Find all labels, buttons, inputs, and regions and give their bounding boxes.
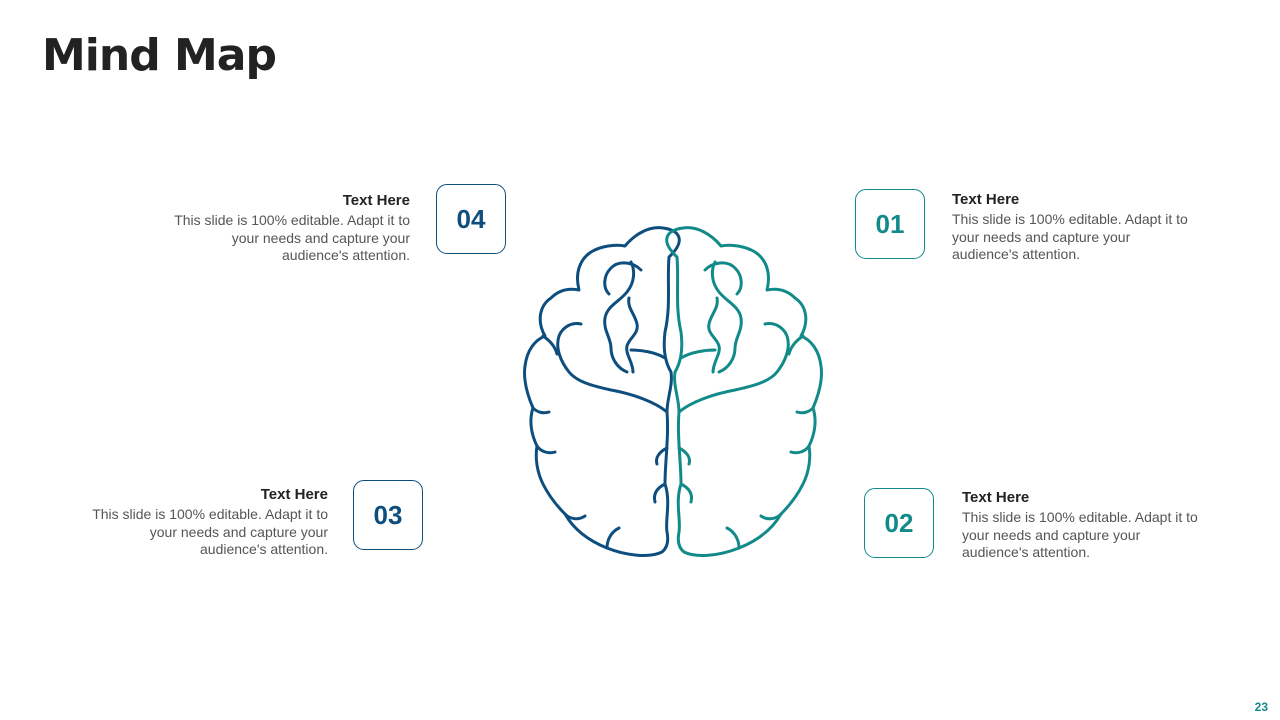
item-01-description: This slide is 100% editable. Adapt it to… xyxy=(952,211,1188,262)
item-03-heading: Text Here xyxy=(260,486,328,503)
brain-right-hemisphere xyxy=(665,226,823,557)
item-01-heading: Text Here xyxy=(952,191,1020,208)
item-03-text: Text Here This slide is 100% editable. A… xyxy=(88,486,328,559)
item-02-number: 02 xyxy=(884,507,914,538)
item-04-description: This slide is 100% editable. Adapt it to… xyxy=(174,212,410,263)
item-01-number: 01 xyxy=(875,208,905,239)
item-04-heading: Text Here xyxy=(342,192,410,209)
brain-icon xyxy=(523,226,823,557)
item-04-number: 04 xyxy=(456,203,486,234)
page-title: Mind Map xyxy=(42,30,277,81)
item-04-number-box: 04 xyxy=(436,184,506,254)
item-02-description: This slide is 100% editable. Adapt it to… xyxy=(962,509,1198,560)
item-03-number-box: 03 xyxy=(353,480,423,550)
item-01-text: Text Here This slide is 100% editable. A… xyxy=(952,191,1192,264)
item-02-heading: Text Here xyxy=(962,489,1030,506)
item-03-description: This slide is 100% editable. Adapt it to… xyxy=(92,506,328,557)
item-02-number-box: 02 xyxy=(864,488,934,558)
item-03-number: 03 xyxy=(373,499,403,530)
item-04-text: Text Here This slide is 100% editable. A… xyxy=(170,192,410,265)
item-02-text: Text Here This slide is 100% editable. A… xyxy=(962,489,1202,562)
item-01-number-box: 01 xyxy=(855,189,925,259)
brain-left-hemisphere xyxy=(523,226,681,557)
page-number: 23 xyxy=(1254,700,1268,714)
